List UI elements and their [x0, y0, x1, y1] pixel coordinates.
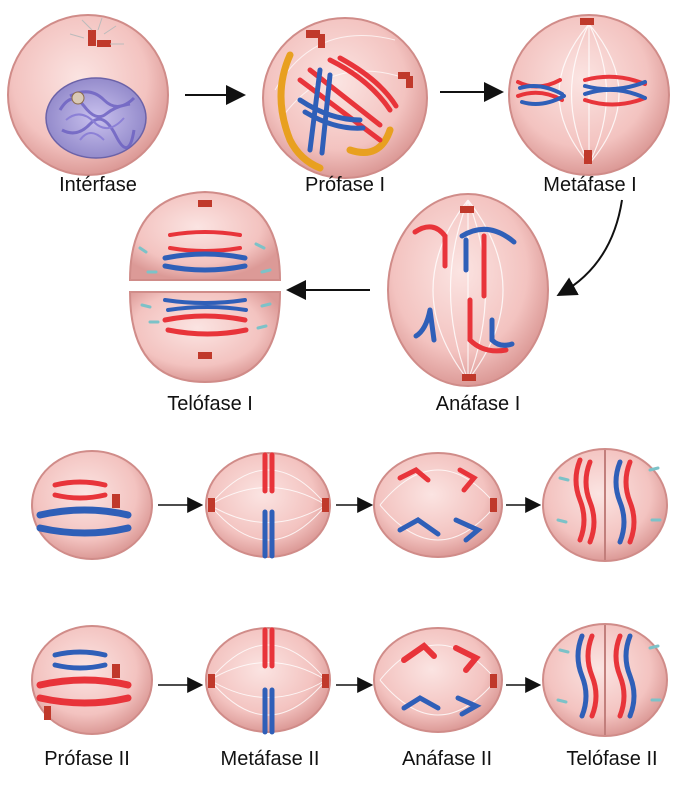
label-interfase: Intérfase [59, 174, 137, 197]
label-telofase-2: Telófase II [566, 748, 657, 771]
profase-2-cell-b [32, 626, 152, 734]
anafase-1-cell [388, 194, 548, 386]
label-anafase-2: Anáfase II [402, 748, 492, 771]
label-anafase-1: Anáfase I [436, 393, 521, 416]
metafase-2-cell-a [206, 453, 330, 557]
label-metafase-2: Metáfase II [221, 748, 320, 771]
metafase-2-cell-b [206, 628, 330, 732]
profase-2-cell-a [32, 451, 152, 559]
metafase-1-cell [509, 15, 669, 175]
label-profase-2: Prófase II [44, 748, 130, 771]
telofase-2-cell-b [543, 624, 667, 736]
nucleus [46, 78, 146, 158]
profase-1-cell [263, 18, 427, 178]
label-profase-1: Prófase I [305, 174, 385, 197]
telofase-1-cell [130, 192, 280, 382]
row-4-cells [32, 624, 667, 736]
telofase-2-cell-a [543, 449, 667, 561]
anafase-2-cell-a [374, 453, 502, 557]
label-metafase-1: Metáfase I [543, 174, 636, 197]
interfase-cell [8, 15, 168, 175]
anafase-2-cell-b [374, 628, 502, 732]
label-telofase-1: Telófase I [167, 393, 253, 416]
nucleolus [72, 92, 84, 104]
curved-arrow [560, 200, 622, 294]
